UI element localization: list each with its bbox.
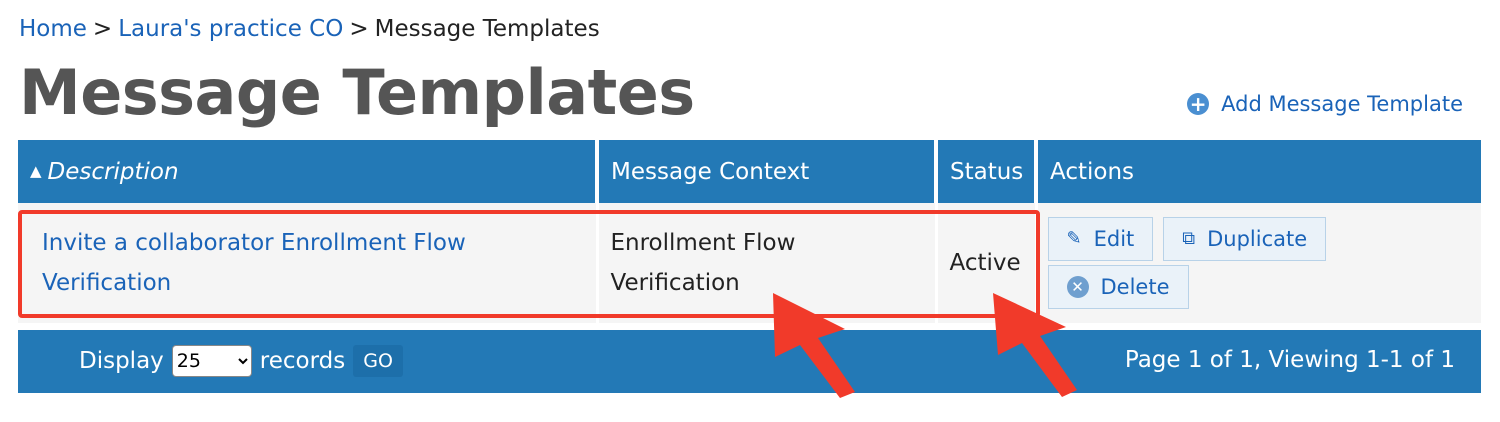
display-label: Display [79, 348, 164, 374]
cell-status: Active [936, 203, 1038, 323]
sort-ascending-icon: ▲ [30, 161, 42, 180]
description-line-2: Verification [42, 270, 172, 296]
breadcrumb-current: Message Templates [374, 16, 600, 42]
column-header-context: Message Context [597, 140, 938, 203]
duplicate-label: Duplicate [1207, 227, 1308, 251]
edit-button[interactable]: ✎ Edit [1047, 217, 1154, 261]
plus-circle-icon: + [1187, 93, 1210, 115]
column-header-description[interactable]: ▲ Description [18, 140, 599, 203]
add-message-template-link[interactable]: + Add Message Template [1187, 92, 1463, 116]
breadcrumb-separator: > [92, 16, 113, 42]
message-templates-table: ▲ Description Message Context Status Acti… [18, 140, 1481, 323]
duplicate-button[interactable]: ⧉ Duplicate [1163, 217, 1327, 261]
pagination-bar: Display 25 records GO Page 1 of 1, Viewi… [18, 330, 1481, 393]
edit-label: Edit [1093, 227, 1135, 251]
go-button[interactable]: GO [353, 345, 403, 377]
column-header-actions: Actions [1036, 140, 1481, 203]
breadcrumb-co-link[interactable]: Laura's practice CO [118, 16, 344, 42]
column-header-description-label: Description [47, 158, 179, 185]
cell-actions: ✎ Edit ⧉ Duplicate ✕ Delete [1036, 203, 1481, 323]
add-message-template-label: Add Message Template [1221, 92, 1463, 116]
breadcrumb: Home>Laura's practice CO>Message Templat… [19, 16, 600, 42]
pagination-info: Page 1 of 1, Viewing 1-1 of 1 [1124, 347, 1455, 373]
context-line-2: Verification [610, 270, 740, 296]
delete-label: Delete [1100, 275, 1170, 299]
copy-icon: ⧉ [1182, 228, 1196, 249]
records-label: records [259, 348, 346, 374]
delete-circle-icon: ✕ [1066, 276, 1089, 298]
context-line-1: Enrollment Flow [610, 230, 796, 256]
table-header-row: ▲ Description Message Context Status Acti… [18, 140, 1481, 203]
pencil-icon: ✎ [1066, 228, 1082, 249]
breadcrumb-separator: > [349, 16, 369, 42]
delete-button[interactable]: ✕ Delete [1047, 265, 1189, 309]
page-size-select[interactable]: 25 [171, 345, 252, 377]
breadcrumb-home-link[interactable]: Home [19, 16, 87, 42]
page-title: Message Templates [19, 56, 695, 129]
description-line-1: Invite a collaborator Enrollment Flow [42, 230, 466, 256]
column-header-status: Status [936, 140, 1038, 203]
